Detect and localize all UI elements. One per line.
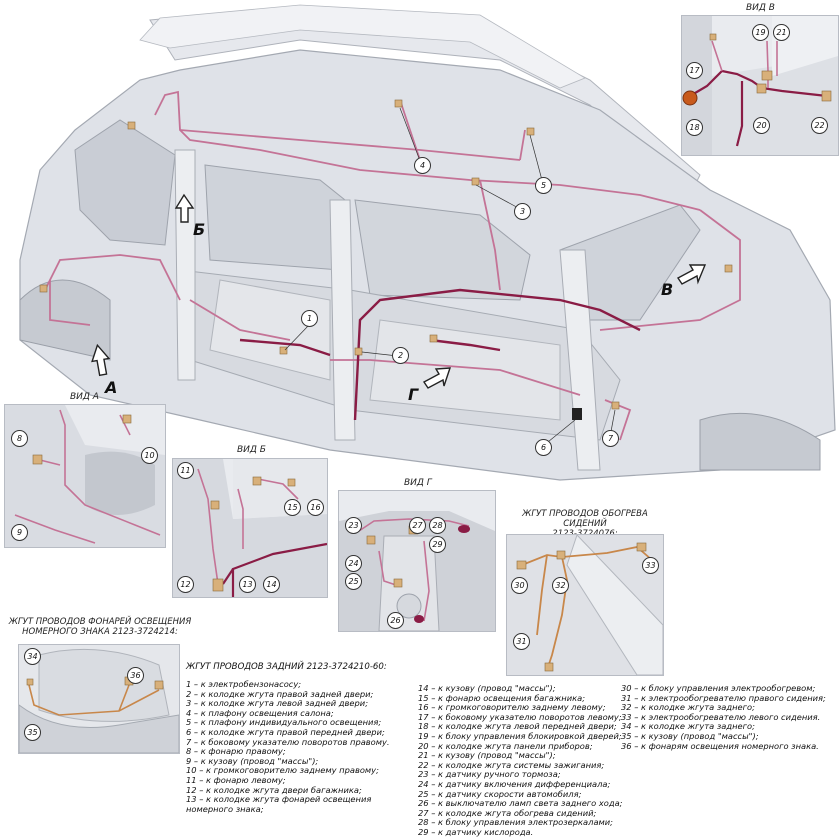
legend-item: 22 – к колодке жгута системы зажигания; <box>418 759 605 770</box>
callout-15: 15 <box>284 499 301 516</box>
seat-harness-panel: 30 31 32 33 <box>506 534 664 676</box>
legend-item: 18 – к колодке жгута левой передней двер… <box>418 721 617 732</box>
legend-item: 27 – к колодке жгута обогрева сидений; <box>418 807 597 818</box>
callout-6: 6 <box>535 439 552 456</box>
callout-35: 35 <box>24 724 41 741</box>
letter-b: Б <box>193 220 206 239</box>
legend-item: 4 – к плафону освещения салона; <box>186 707 334 718</box>
callout-29: 29 <box>429 536 446 553</box>
legend-item: 33 – к электрообогревателю левого сидени… <box>621 711 821 722</box>
legend-item: 1 – к электробензонасосу; <box>186 679 302 689</box>
callout-18: 18 <box>686 119 703 136</box>
callout-26: 26 <box>387 612 404 629</box>
legend-item: 20 – к колодке жгута панели приборов; <box>418 740 593 751</box>
legend-item: 16 – к громкоговорителю заднему левому; <box>418 702 606 713</box>
plate-harness-title: ЖГУТ ПРОВОДОВ ФОНАРЕЙ ОСВЕЩЕНИЯ НОМЕРНОГ… <box>8 617 192 637</box>
legend-item: 7 – к боковому указателю поворотов право… <box>186 736 390 747</box>
callout-19: 19 <box>752 24 769 41</box>
letter-a: А <box>105 378 118 397</box>
legend-item: 14 – к кузову (провод "массы"); <box>418 683 556 693</box>
legend-item: 32 – к колодке жгута заднего; <box>621 702 755 713</box>
legend-item: 36 – к фонарям освещения номерного знака… <box>621 740 819 751</box>
callout-5: 5 <box>535 177 552 194</box>
letter-g: Г <box>408 385 419 404</box>
legend-item: 26 – к выключателю ламп света заднего хо… <box>418 798 623 809</box>
legend-title: ЖГУТ ПРОВОДОВ ЗАДНИЙ 2123-3724210-60: <box>186 662 387 672</box>
legend-item: 13 – к колодке жгута фонарей освещения н… <box>186 794 372 814</box>
legend-column-3: 30 – к блоку управления электрообогревом… <box>621 683 837 751</box>
callout-9: 9 <box>11 524 28 541</box>
callout-20: 20 <box>753 117 770 134</box>
legend-item: 17 – к боковому указателю поворотов лево… <box>418 711 622 722</box>
legend-item: 10 – к громкоговорителю заднему правому; <box>186 765 379 776</box>
legend-item: 5 – к плафону индивидуального освещения; <box>186 717 382 728</box>
callout-7: 7 <box>602 430 619 447</box>
legend-item: 6 – к колодке жгута правой передней двер… <box>186 726 385 737</box>
legend-item: 29 – к датчику кислорода. <box>418 826 534 837</box>
legend-item: 35 – к кузову (провод "массы"); <box>621 730 759 741</box>
view-b-panel: 11 12 13 14 15 16 <box>172 458 328 598</box>
callout-2: 2 <box>392 347 409 364</box>
view-g-panel: 23 24 25 26 27 28 29 <box>338 490 496 632</box>
legend-item: 25 – к датчику скорости автомобиля; <box>418 788 582 799</box>
callout-12: 12 <box>177 576 194 593</box>
callout-25: 25 <box>345 573 362 590</box>
legend-item: 15 – к фонарю освещения багажника; <box>418 692 586 703</box>
legend-item: 21 – к кузову (провод "масcы"); <box>418 750 556 761</box>
legend-item: 8 – к фонарю правому; <box>186 746 286 757</box>
callout-21: 21 <box>773 24 790 41</box>
callout-14: 14 <box>263 576 280 593</box>
callout-22: 22 <box>811 117 828 134</box>
legend-item: 11 – к фонарю левому; <box>186 774 286 785</box>
view-a-label: ВИД А <box>70 392 99 402</box>
callout-33: 33 <box>642 557 659 574</box>
legend-item: 12 – к колодке жгута двери багажника; <box>186 784 362 795</box>
legend-item: 23 – к датчику ручного тормоза; <box>418 769 561 780</box>
legend-item: 34 – к колодке жгута заднего; <box>621 721 755 732</box>
callout-23: 23 <box>345 517 362 534</box>
legend-column-2: 14 – к кузову (провод "массы"); 15 – к ф… <box>418 683 623 838</box>
legend-item: 24 – к датчику включения дифференциала; <box>418 778 611 789</box>
legend-column-1: 1 – к электробензонасосу; 2 – к колодке … <box>186 679 408 814</box>
callout-3: 3 <box>514 203 531 220</box>
legend-item: 3 – к колодке жгута левой задней двери; <box>186 698 368 709</box>
callout-17: 17 <box>686 62 703 79</box>
view-g-label: ВИД Г <box>404 478 432 488</box>
view-v-panel: 17 18 19 20 21 22 <box>681 15 839 156</box>
view-a-panel: 8 9 10 <box>4 404 166 548</box>
letter-v: В <box>661 280 674 299</box>
callout-30: 30 <box>511 577 528 594</box>
legend-item: 9 – к кузову (провод "массы"); <box>186 755 319 766</box>
callout-4: 4 <box>414 157 431 174</box>
legend-item: 28 – к блоку управления электрозеркалами… <box>418 817 613 828</box>
callout-34: 34 <box>24 648 41 665</box>
callout-11: 11 <box>177 462 194 479</box>
plate-harness-panel: 34 35 36 <box>18 644 180 754</box>
view-b-label: ВИД Б <box>237 445 266 455</box>
legend-item: 30 – к блоку управления электрообогревом… <box>621 683 816 693</box>
callout-31: 31 <box>513 633 530 650</box>
callout-24: 24 <box>345 555 362 572</box>
callout-36: 36 <box>127 667 144 684</box>
legend-item: 2 – к колодке жгута правой задней двери; <box>186 688 374 699</box>
callout-27: 27 <box>409 517 426 534</box>
callout-16: 16 <box>307 499 324 516</box>
callout-13: 13 <box>239 576 256 593</box>
callout-10: 10 <box>141 447 158 464</box>
legend-item: 31 – к электрообогревателю правого сиден… <box>621 692 826 703</box>
callout-1: 1 <box>301 310 318 327</box>
callout-28: 28 <box>429 517 446 534</box>
legend-item: 19 – к блоку управления блокировкой двер… <box>418 730 622 741</box>
callout-8: 8 <box>11 430 28 447</box>
view-v-label: ВИД В <box>746 3 775 13</box>
callout-32: 32 <box>552 577 569 594</box>
